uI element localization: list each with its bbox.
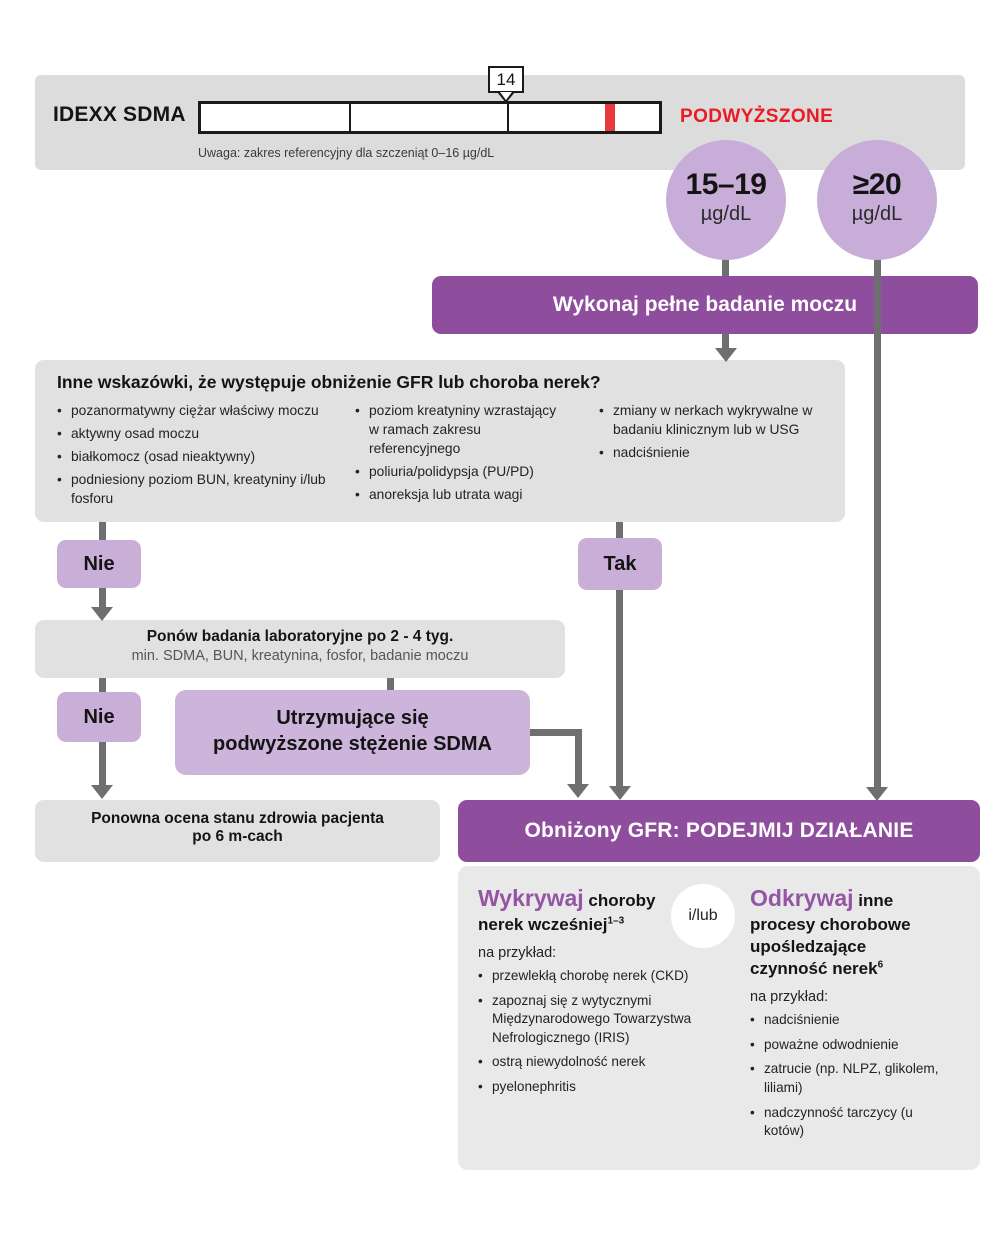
value-callout: 14 <box>488 66 524 93</box>
discover-heading-line4: czynność nerek6 <box>750 958 948 980</box>
list-item: zapoznaj się z wytycznymi Międzynarodowe… <box>478 992 698 1048</box>
list-item: pozanormatywny ciężar właściwy moczu <box>57 402 355 421</box>
persistent-line-1: Utrzymujące się <box>276 707 429 729</box>
persistent-sdma-box: Utrzymujące się podwyższone stężenie SDM… <box>175 690 530 775</box>
range-circle-15-19: 15–19 µg/dL <box>666 140 786 260</box>
retest-subtitle: min. SDMA, BUN, kreatynina, fosfor, bada… <box>131 648 469 664</box>
connector-tak-down <box>616 522 623 787</box>
detect-heading-superscript: 1–3 <box>607 915 625 927</box>
scale-divider-2 <box>507 104 509 131</box>
reassess-line-2: po 6 m-cach <box>192 828 283 845</box>
list-item: aktywny osad moczu <box>57 425 355 444</box>
arrowhead-20-to-action <box>866 787 888 801</box>
arrowhead-persistent-to-action <box>567 784 589 798</box>
value-callout-tail-fill <box>500 92 512 100</box>
detect-heading-rest: choroby <box>583 891 656 910</box>
question-title: Inne wskazówki, że występuje obniżenie G… <box>57 372 601 392</box>
list-item: nadciśnienie <box>599 444 827 463</box>
list-item: zmiany w nerkach wykrywalne w badaniu kl… <box>599 402 827 440</box>
decision-yes: Tak <box>578 538 662 590</box>
arrowhead-to-question-box <box>715 348 737 362</box>
action-banner: Obniżony GFR: PODEJMIJ DZIAŁANIE <box>458 800 980 862</box>
list-item: nadczynność tarczycy (u kotów) <box>750 1104 948 1141</box>
list-item: zatrucie (np. NLPZ, glikolem, liliami) <box>750 1060 948 1097</box>
detect-heading-highlight: Wykrywaj <box>478 885 584 911</box>
question-column-1: pozanormatywny ciężar właściwy moczu akt… <box>57 402 355 512</box>
question-box: Inne wskazówki, że występuje obniżenie G… <box>35 360 845 522</box>
list-item: anoreksja lub utrata wagi <box>355 486 563 505</box>
list-item: poliuria/polidypsja (PU/PD) <box>355 463 563 482</box>
discover-heading-highlight: Odkrywaj <box>750 885 854 911</box>
decision-no-2: Nie <box>57 692 141 742</box>
question-column-2: poziom kreatyniny wzrastający w ramach z… <box>355 402 563 508</box>
persistent-line-2: podwyższone stężenie SDMA <box>213 733 492 755</box>
detect-intro: na przykład: <box>478 944 557 961</box>
arrowhead-tak-to-action <box>609 786 631 800</box>
detect-heading: Wykrywaj choroby nerek wcześniej1–3 <box>478 884 698 936</box>
action-panel: Wykrywaj choroby nerek wcześniej1–3 na p… <box>458 866 980 1170</box>
decision-no-1: Nie <box>57 540 141 588</box>
arrowhead-to-reassess-box <box>91 785 113 799</box>
retest-box: Ponów badania laboratoryjne po 2 - 4 tyg… <box>35 620 565 678</box>
detect-heading-line2-text: nerek wcześniej <box>478 914 608 934</box>
range-value: ≥20 <box>852 168 902 201</box>
discover-heading-line4-text: czynność nerek <box>750 959 878 979</box>
connector-20-down <box>874 255 881 788</box>
connector-persistent-elbow-h <box>530 729 582 736</box>
list-item: pyelonephritis <box>478 1078 698 1097</box>
reassess-line-1: Ponowna ocena stanu zdrowia pacjenta <box>91 810 384 827</box>
result-marker <box>605 104 615 131</box>
range-value: 15–19 <box>685 168 767 201</box>
scale-divider-1 <box>349 104 351 131</box>
list-item: poziom kreatyniny wzrastający w ramach z… <box>355 402 563 459</box>
test-name-label: IDEXX SDMA <box>53 103 186 126</box>
connector-persistent-elbow-v <box>575 729 582 786</box>
range-unit: µg/dL <box>851 203 903 225</box>
status-label: PODWYŻSZONE <box>680 106 834 127</box>
sdma-scale-bar <box>198 101 662 134</box>
urinalysis-banner: Wykonaj pełne badanie moczu <box>432 276 978 334</box>
and-or-circle: i/lub <box>671 884 735 948</box>
discover-intro: na przykład: <box>750 989 829 1006</box>
discover-heading-line3: upośledzające <box>750 936 867 956</box>
list-item: nadciśnienie <box>750 1011 948 1030</box>
discover-heading-rest: inne <box>853 891 894 910</box>
reference-note: Uwaga: zakres referencyjny dla szczeniąt… <box>198 146 495 160</box>
range-unit: µg/dL <box>700 203 752 225</box>
list-item: białkomocz (osad nieaktywny) <box>57 448 355 467</box>
detect-heading-line2: nerek wcześniej1–3 <box>478 914 698 936</box>
discover-heading-superscript: 6 <box>877 959 884 971</box>
arrowhead-to-retest-box <box>91 607 113 621</box>
retest-title: Ponów badania laboratoryjne po 2 - 4 tyg… <box>146 628 454 645</box>
discover-column: Odkrywaj inne procesy chorobowe upośledz… <box>750 884 948 1147</box>
question-column-3: zmiany w nerkach wykrywalne w badaniu kl… <box>599 402 827 467</box>
list-item: poważne odwodnienie <box>750 1036 948 1055</box>
list-item: podniesiony poziom BUN, kreatyniny i/lub… <box>57 471 355 509</box>
reassess-box: Ponowna ocena stanu zdrowia pacjenta po … <box>35 800 440 862</box>
discover-heading-line2: procesy chorobowe <box>750 914 911 934</box>
list-item: przewlekłą chorobę nerek (CKD) <box>478 967 698 986</box>
detect-column: Wykrywaj choroby nerek wcześniej1–3 na p… <box>478 884 698 1103</box>
connector-retest-to-persistent <box>387 678 394 692</box>
list-item: ostrą niewydolność nerek <box>478 1053 698 1072</box>
range-circle-20: ≥20 µg/dL <box>817 140 937 260</box>
discover-heading: Odkrywaj inne procesy chorobowe upośledz… <box>750 884 948 980</box>
